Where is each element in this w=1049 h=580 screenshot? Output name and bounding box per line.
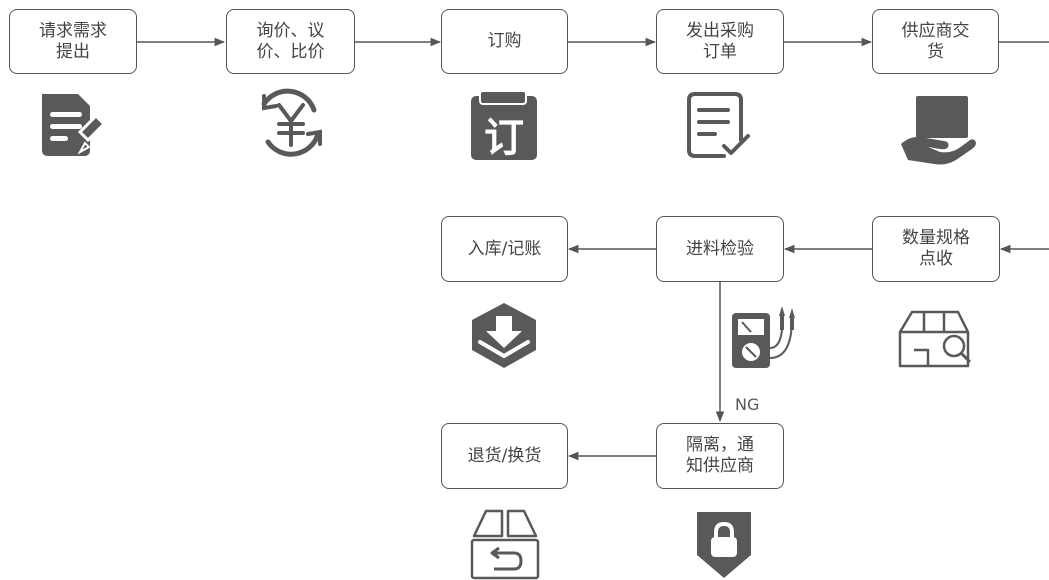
node-order-label: 订购 — [487, 31, 522, 51]
return-box-icon — [470, 509, 540, 580]
hand-package-icon — [901, 96, 976, 165]
document-edit-icon — [42, 94, 107, 156]
node-inspect-label: 进料检验 — [686, 238, 754, 259]
node-inquiry: 询价、议 价、比价 — [226, 9, 355, 74]
node-return: 退货/换货 — [441, 423, 568, 489]
yen-exchange-icon — [261, 88, 322, 157]
node-receive-label: 数量规格 点收 — [902, 228, 970, 269]
node-stock: 入库/记账 — [441, 216, 568, 282]
multimeter-icon — [732, 306, 795, 368]
node-stock-label: 入库/记账 — [467, 238, 542, 259]
node-inquiry-label: 询价、议 价、比价 — [256, 20, 325, 62]
node-inspect: 进料检验 — [656, 216, 784, 282]
lock-shield-icon — [697, 512, 751, 578]
box-search-icon — [898, 310, 972, 368]
node-delivery: 供应商交 货 — [872, 9, 999, 74]
node-receive: 数量规格 点收 — [872, 216, 1000, 282]
node-request-label: 请求需求 提出 — [39, 20, 107, 62]
checklist-icon — [687, 92, 750, 158]
node-request: 请求需求 提出 — [9, 9, 137, 74]
edge-label-ng: NG — [735, 395, 760, 414]
node-isolate-label: 隔离，通 知供应商 — [686, 435, 754, 476]
svg-text:订: 订 — [484, 115, 524, 161]
inbound-download-icon — [472, 303, 536, 368]
node-isolate: 隔离，通 知供应商 — [656, 423, 784, 489]
node-order: 订购 — [441, 9, 568, 74]
node-issue-po: 发出采购 订单 — [656, 9, 784, 74]
node-return-label: 退货/换货 — [467, 445, 542, 466]
order-ding-icon: 订 — [471, 90, 537, 161]
node-delivery-label: 供应商交 货 — [901, 20, 970, 62]
node-issue-po-label: 发出采购 订单 — [686, 20, 754, 62]
